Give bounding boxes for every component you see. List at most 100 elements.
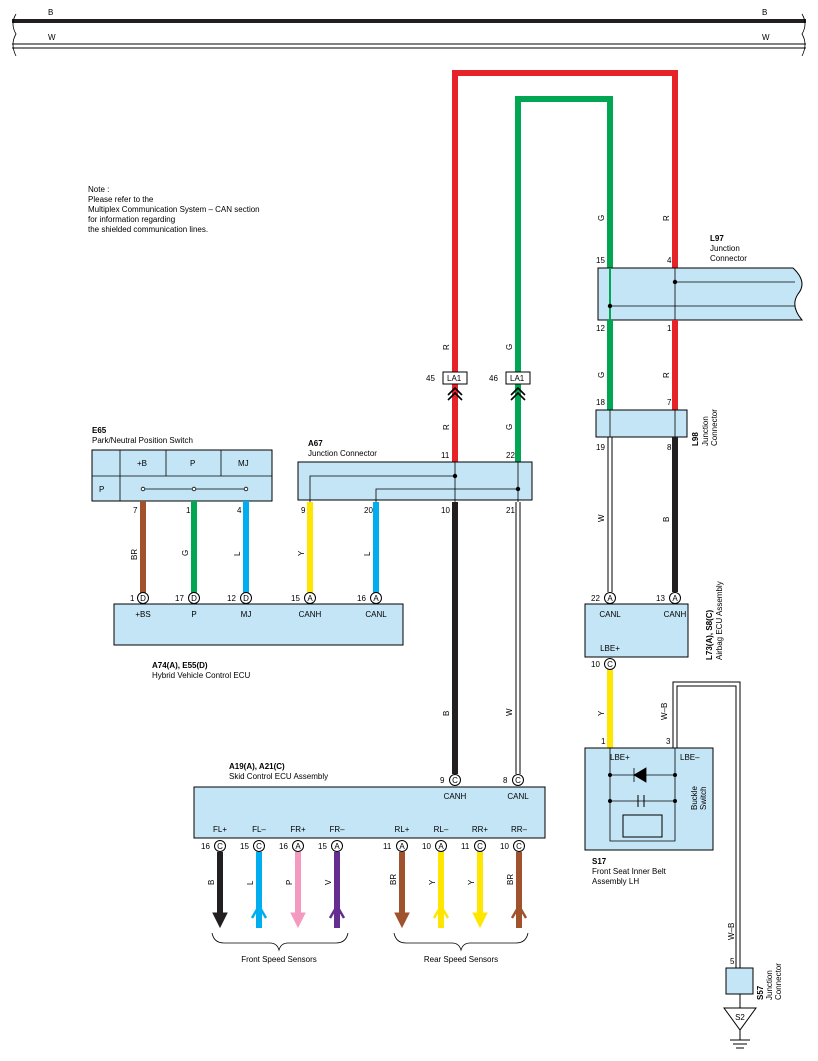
l97-name1: Junction — [710, 244, 740, 253]
l97-pin-4: 4 — [667, 256, 672, 265]
rear-speed-sensors-label: Rear Speed Sensors — [424, 955, 498, 964]
s17-resistor — [622, 814, 663, 838]
a19-sensor-wire-label-7: Y — [467, 879, 476, 885]
a19-sensor-wire-label-1: B — [207, 880, 216, 885]
wires-e65-a74: BR G L — [130, 501, 249, 594]
a67-node-1 — [452, 473, 458, 479]
l73-id: L73(A), S8(C) — [705, 609, 714, 660]
e65-box — [91, 449, 273, 502]
a74-conn-5 — [370, 592, 382, 604]
wire-label-w-2: W — [505, 708, 514, 716]
a19-conn-letter-canl: C — [515, 776, 521, 785]
sensor-group-braces: Front Speed Sensors Rear Speed Sensors — [211, 932, 529, 964]
a19-sensor-conn-letter-7: C — [477, 842, 483, 851]
e65-switch: E65 Park/Neutral Position Switch +B P MJ… — [91, 426, 273, 515]
a19-conn-canh — [449, 774, 461, 786]
l98-pin-7: 7 — [667, 398, 672, 407]
a19-sensor-conn-3 — [292, 840, 304, 852]
e65-id: E65 — [92, 426, 107, 435]
l98-pin-8: 8 — [667, 443, 672, 452]
bus-break-right — [801, 13, 806, 57]
la1-pin-46: 46 — [489, 374, 498, 383]
a19-sensor-wire-label-4: V — [324, 879, 333, 885]
wire-label-wb-1: W–B — [660, 703, 669, 720]
l73-pin-22: 22 — [591, 594, 600, 603]
s17-zener-diode-icon — [633, 767, 647, 783]
a19-pin-9: 9 — [440, 776, 445, 785]
wire-label-b-2: B — [442, 711, 451, 716]
s17-term-lbe-minus: LBE– — [680, 753, 700, 762]
s17-switch-label-1: Buckle — [690, 785, 699, 810]
a67-pin-10: 10 — [441, 506, 450, 515]
a19-sensor-arrow-down-5 — [394, 912, 410, 929]
a74-conn-letter-4: A — [307, 594, 313, 603]
a19-sensor-conn-letter-6: A — [438, 842, 444, 851]
l98-name1: Junction — [701, 416, 710, 446]
a19-conn-canl — [512, 774, 524, 786]
wire-label-r-4: R — [442, 424, 451, 430]
s17-pin-1: 1 — [601, 737, 606, 746]
l73-term-lbe: LBE+ — [600, 644, 620, 653]
e65-col-mj: MJ — [238, 459, 249, 468]
l73-conn-letter-1: A — [607, 594, 613, 603]
l97-node-r — [672, 279, 678, 285]
a19-term-3: FR+ — [290, 825, 306, 834]
e65-contact-2 — [191, 486, 197, 492]
a19-sensor-wire-label-8: BR — [506, 874, 515, 885]
a19-sensor-conn-letter-8: C — [516, 842, 522, 851]
a19-term-2: FL– — [252, 825, 266, 834]
a19-sensor-conn-letter-5: A — [399, 842, 405, 851]
la1-label-g: LA1 — [510, 374, 525, 383]
la1-box-r — [442, 371, 468, 385]
a19-term-4: FR– — [329, 825, 345, 834]
a67-id: A67 — [308, 439, 323, 448]
s17-node-1 — [608, 773, 612, 777]
wire-label-l-1: L — [363, 551, 372, 556]
l98-pin-18: 18 — [596, 398, 605, 407]
a74-pin-17: 17 — [175, 594, 184, 603]
l73-airbag-ecu: A A 22 13 CANL CANH LBE+ C 10 L73(A), S8… — [584, 581, 724, 670]
a19-term-canh: CANH — [444, 792, 467, 801]
a74-name: Hybrid Vehicle Control ECU — [152, 671, 250, 680]
a19-term-canl: CANL — [507, 792, 529, 801]
la1-chevron-g — [510, 386, 526, 401]
a74-conn-1 — [137, 592, 149, 604]
wire-label-g-3: G — [597, 372, 606, 378]
l97-junction-connector: L97 Junction Connector 15 4 12 1 — [596, 234, 804, 333]
a74-box — [113, 603, 404, 646]
s17-pin-3: 3 — [666, 737, 671, 746]
s57-name1: Junction — [765, 970, 774, 1000]
a19-box — [193, 786, 546, 839]
a19-term-6: RL– — [434, 825, 449, 834]
l73-conn-lbe — [604, 658, 616, 670]
a74-pin-15: 15 — [291, 594, 300, 603]
a74-conn-2 — [188, 592, 200, 604]
s17-switch-label-2: Switch — [699, 786, 708, 810]
bus-w-label-right: W — [762, 33, 770, 42]
a19-sensor-arrow-down-1 — [212, 912, 228, 929]
note-block: Note : Please refer to the Multiplex Com… — [88, 185, 260, 234]
l73-name: Airbag ECU Assembly — [715, 581, 724, 660]
wire-green-loop — [515, 96, 613, 376]
a19-sensor-pin-2: 15 — [240, 842, 249, 851]
la1-label-r: LA1 — [447, 374, 462, 383]
a74-conn-letter-2: D — [191, 594, 197, 603]
s17-id: S17 — [592, 857, 607, 866]
a19-sensor-conn-1 — [214, 840, 226, 852]
e65-contact-1 — [140, 486, 146, 492]
a19-sensor-wire-label-3: P — [285, 880, 294, 885]
a74-conn-4 — [304, 592, 316, 604]
s57-pin-5: 5 — [730, 957, 735, 966]
la1-pin-45: 45 — [426, 374, 435, 383]
s17-term-lbe-plus: LBE+ — [610, 753, 630, 762]
a19-bottom-terminals: FL+C16BFL–C15LFR+A16PFR–A15VRL+A11BRRL–A… — [201, 825, 528, 929]
a67-pin-22: 22 — [506, 451, 515, 460]
wire-label-l-2: L — [233, 551, 242, 556]
wire-label-r-1: R — [442, 344, 451, 350]
note-line-1: Note : — [88, 185, 109, 194]
a67-pin-9: 9 — [301, 506, 306, 515]
s17-name2: Assembly LH — [592, 877, 639, 886]
a19-term-7: RR+ — [472, 825, 489, 834]
wire-label-g-2: G — [597, 215, 606, 221]
bus-w-label-left: W — [48, 33, 56, 42]
